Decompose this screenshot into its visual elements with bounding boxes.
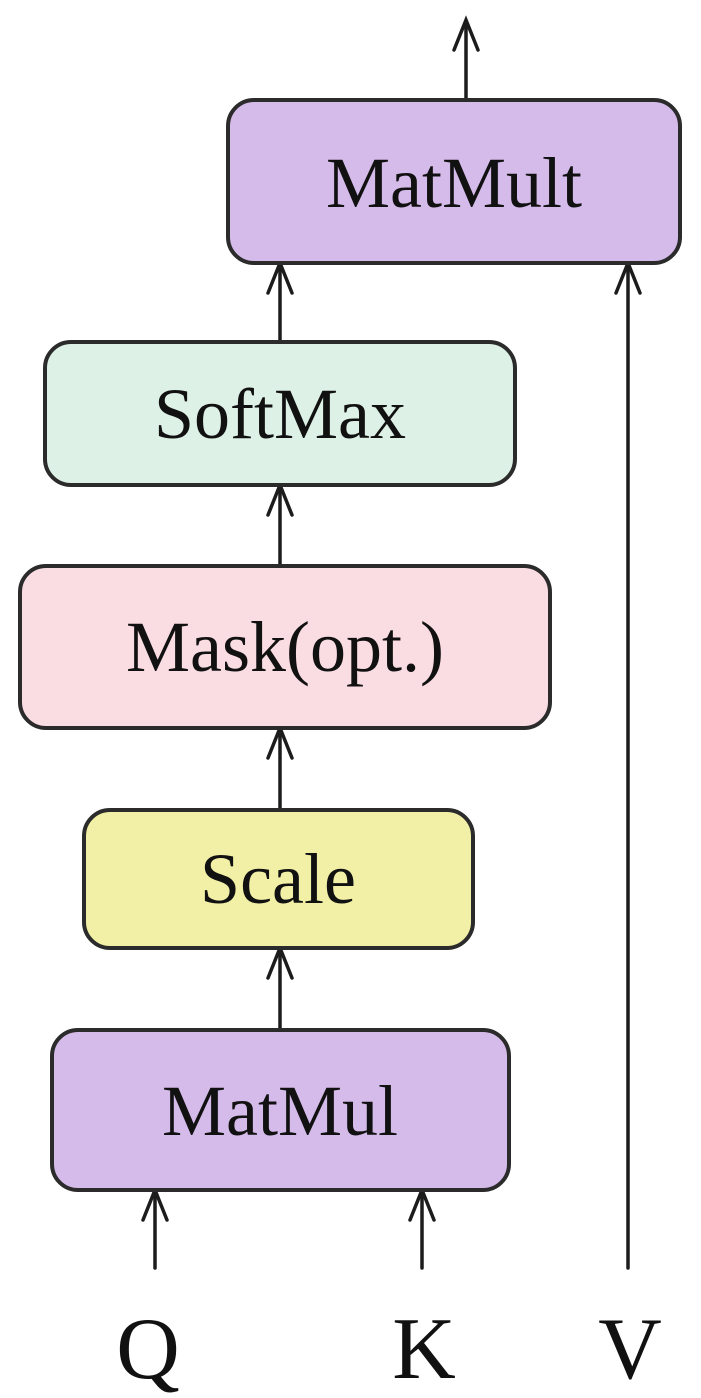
node-matmult-output: MatMult — [226, 98, 682, 265]
node-matmult-output-box — [226, 98, 682, 265]
arrow-v-bypass — [614, 258, 642, 1270]
node-scale-box — [82, 808, 475, 950]
node-softmax-box — [43, 340, 517, 487]
arrow-q-input — [141, 1185, 169, 1270]
arrow-scale-to-mask — [266, 723, 294, 812]
arrow-matmul-to-scale — [266, 943, 294, 1032]
node-softmax-label: SoftMax — [154, 374, 406, 454]
node-scale: Scale — [82, 808, 475, 950]
arrow-k-input — [408, 1185, 436, 1270]
node-matmul-qk-label: MatMul — [162, 1071, 398, 1151]
node-mask: Mask(opt.) — [18, 564, 552, 730]
node-matmult-output-label: MatMult — [326, 143, 582, 223]
node-matmul-qk-box — [50, 1028, 511, 1192]
input-label-v: V — [598, 1301, 662, 1398]
arrow-mask-to-softmax — [266, 480, 294, 568]
input-label-k: K — [392, 1301, 456, 1398]
arrow-softmax-to-matmult — [266, 258, 294, 344]
node-mask-box — [18, 564, 552, 730]
arrow-output — [452, 15, 480, 102]
node-softmax: SoftMax — [43, 340, 517, 487]
arrow-output-head — [452, 15, 480, 52]
node-mask-label: Mask(opt.) — [126, 607, 444, 687]
input-label-q: Q — [116, 1301, 180, 1398]
node-scale-label: Scale — [200, 839, 356, 919]
node-matmul-qk: MatMul — [50, 1028, 511, 1192]
